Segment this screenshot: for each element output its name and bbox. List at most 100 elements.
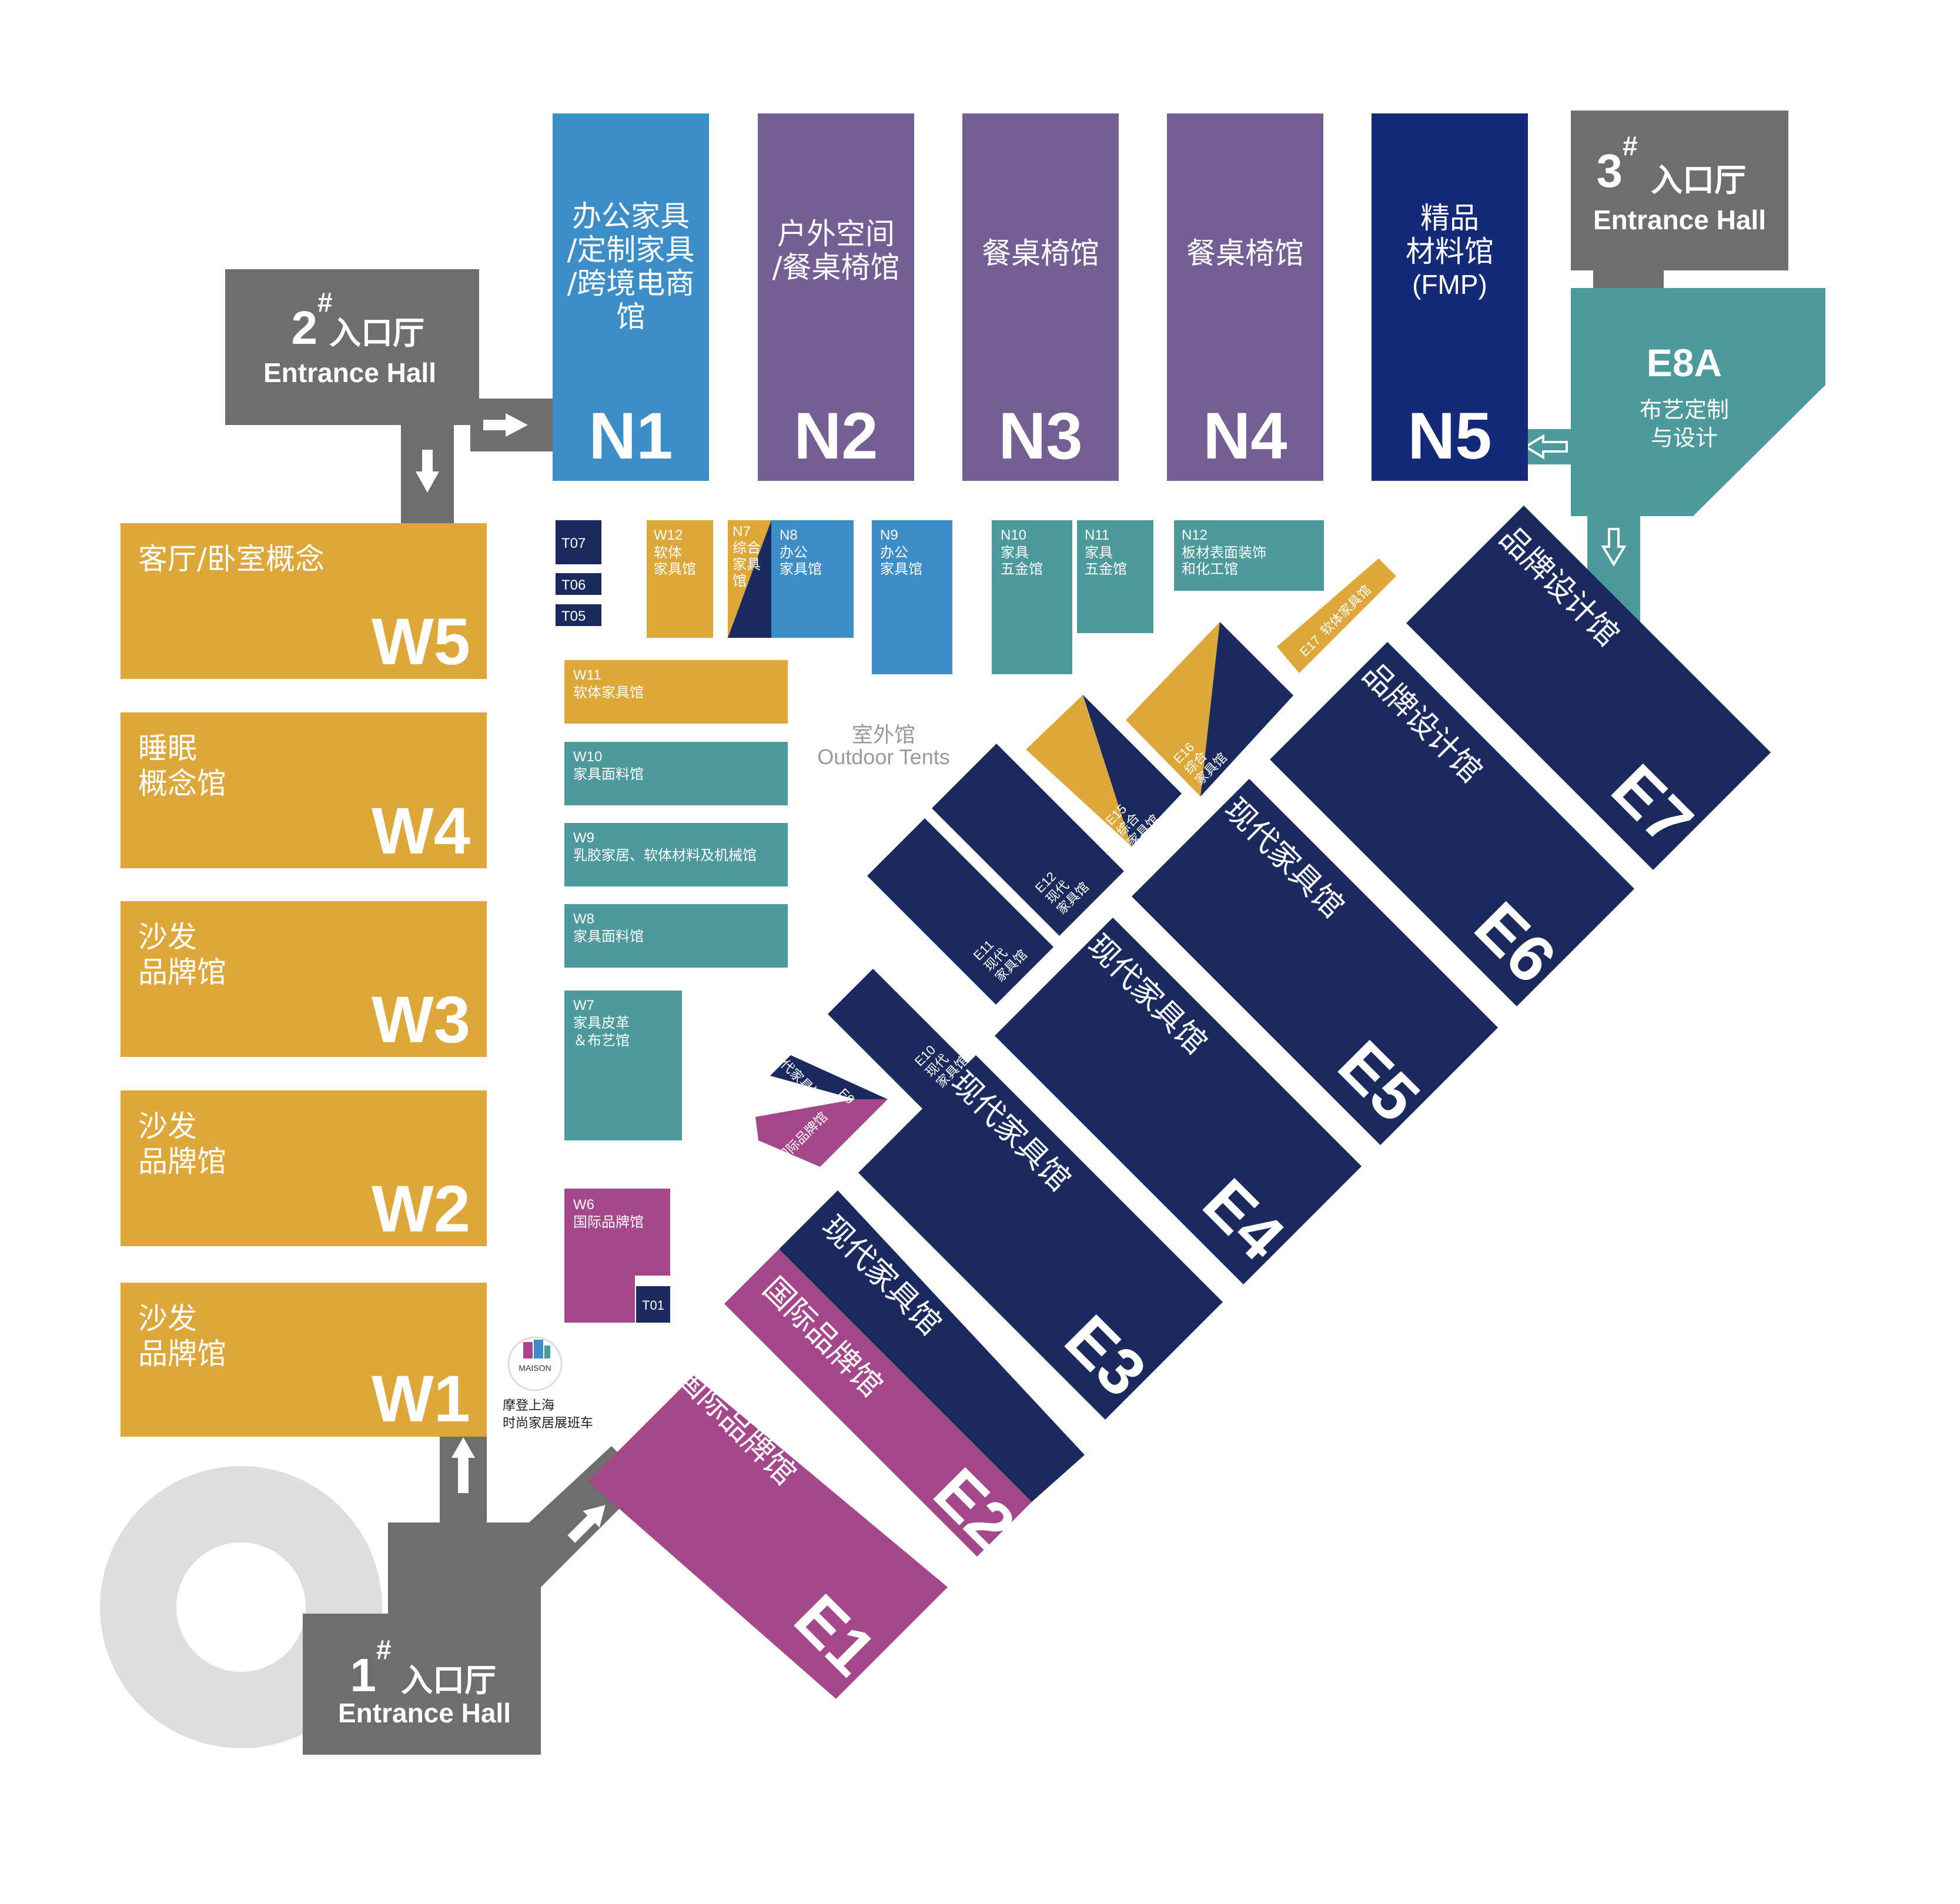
arrow-down-icon — [416, 450, 439, 493]
maison-line-2: 时尚家居展班车 — [503, 1416, 593, 1431]
hall-n2-name-2: /餐桌椅馆 — [772, 250, 900, 285]
hall-n7[interactable]: N7 综合 家具 馆 — [728, 520, 771, 638]
hall-e15-gold-shape — [1026, 695, 1132, 846]
hall-w6[interactable]: W6 国际品牌馆 — [564, 1189, 670, 1323]
hall-n2[interactable]: 户外空间 /餐桌椅馆 N2 — [758, 113, 914, 481]
hall-w2[interactable]: 沙发 品牌馆 W2 — [121, 1090, 487, 1246]
hall-e11[interactable]: E11 现代 家具馆 — [867, 818, 1053, 1005]
tent-t01[interactable]: T01 — [636, 1286, 670, 1323]
hall-w1[interactable]: 沙发 品牌馆 W1 — [121, 1283, 487, 1437]
hall-w2-name-1: 沙发 — [138, 1109, 197, 1143]
hall-e2b-shape — [779, 1190, 1085, 1502]
entrance-hall-3-cn: 入口厅 — [1651, 162, 1746, 199]
hall-w12-name-2: 家具馆 — [654, 561, 696, 577]
outdoor-label-cn: 室外馆 — [852, 723, 915, 747]
maison-shuttle[interactable]: MAISON 摩登上海 时尚家居展班车 — [503, 1336, 593, 1431]
hall-n5-name-1: 精品 — [1420, 201, 1479, 235]
hall-w3[interactable]: 沙发 品牌馆 W3 — [121, 901, 487, 1057]
hall-n2-shape — [758, 113, 914, 481]
hall-n12-code: N12 — [1182, 527, 1208, 543]
hall-w3-name-1: 沙发 — [138, 920, 197, 954]
hall-e16[interactable]: E16 综合 家具馆 — [1126, 622, 1293, 797]
hall-n4[interactable]: 餐桌椅馆 N4 — [1167, 113, 1323, 481]
hall-w1-shape — [121, 1283, 487, 1437]
hall-n1[interactable]: 办公家具 /定制家具 /跨境电商 馆 N1 — [553, 113, 709, 481]
hall-w11[interactable]: W11 软体家具馆 — [564, 660, 788, 724]
hall-w9[interactable]: W9 乳胶家居、软体材料及机械馆 — [564, 823, 788, 886]
hall-w7-name-2: ＆布艺馆 — [573, 1032, 630, 1049]
hall-w4-shape — [121, 712, 487, 868]
hall-n3-shape — [962, 113, 1119, 481]
hall-w10-name-1: 家具面料馆 — [573, 766, 644, 782]
hall-n7-name-2: 家具 — [733, 556, 761, 573]
hall-w1-code: W1 — [372, 1362, 470, 1435]
hall-e9-navy-shape — [770, 1055, 888, 1099]
hall-n3-name-1: 餐桌椅馆 — [982, 236, 1099, 270]
hall-e2[interactable]: 国际品牌馆 现代家具馆 E2 — [724, 1190, 1085, 1563]
hall-n3[interactable]: 餐桌椅馆 N3 — [962, 113, 1119, 481]
hall-w10[interactable]: W10 家具面料馆 — [564, 742, 788, 805]
hall-n5-code: N5 — [1407, 399, 1491, 473]
entrance-hall-3-number: 3 — [1597, 145, 1623, 197]
hall-n2-code: N2 — [794, 399, 878, 473]
tent-t06[interactable]: T06 — [556, 573, 601, 595]
hall-w3-name-2: 品牌馆 — [138, 955, 226, 989]
hall-e5-shape — [1132, 779, 1498, 1145]
hall-e11-shape — [867, 818, 1053, 1005]
hall-n7-name-1: 综合 — [733, 540, 761, 556]
hall-w9-name-1: 乳胶家居、软体材料及机械馆 — [573, 847, 757, 864]
hall-w2-name-2: 品牌馆 — [138, 1145, 226, 1179]
hall-n8[interactable]: N8 办公 家具馆 — [771, 520, 854, 638]
hall-n12[interactable]: N12 板材表面装饰 和化工馆 — [1174, 520, 1324, 591]
entrance-hall-2[interactable]: 2 # 入口厅 Entrance Hall — [225, 269, 553, 523]
maison-logo-building-2 — [534, 1340, 543, 1358]
hall-w3-code: W3 — [372, 983, 470, 1056]
entrance-hall-3-en: Entrance Hall — [1593, 205, 1766, 235]
tent-t06-label: T06 — [561, 577, 586, 593]
hall-n2-name-1: 户外空间 — [777, 217, 895, 251]
entrance-hall-3[interactable]: 3 # 入口厅 Entrance Hall — [1571, 111, 1788, 291]
hall-n12-shape — [1174, 520, 1324, 591]
hall-w1-name-2: 品牌馆 — [138, 1337, 226, 1371]
hall-n10-code: N10 — [1001, 527, 1026, 543]
tent-t05[interactable]: T05 — [556, 604, 601, 626]
entrance-hall-1-shape — [303, 1522, 541, 1755]
hall-w7[interactable]: W7 家具皮革 ＆布艺馆 — [564, 991, 682, 1140]
hall-n10[interactable]: N10 家具 五金馆 — [992, 520, 1072, 674]
maison-logo-building-3 — [544, 1346, 550, 1358]
hall-w10-code: W10 — [573, 749, 602, 765]
decorative-ring — [100, 1466, 382, 1748]
hall-n11[interactable]: N11 家具 五金馆 — [1077, 520, 1153, 633]
tent-t07-label: T07 — [561, 536, 586, 551]
hall-e6-shape — [1270, 642, 1634, 1006]
hall-w5-name-1: 客厅/卧室概念 — [138, 542, 325, 576]
tent-t07[interactable]: T07 — [556, 520, 601, 564]
hall-n5[interactable]: 精品 材料馆 (FMP) N5 — [1372, 113, 1528, 481]
hall-n10-name-1: 家具 — [1001, 544, 1029, 561]
hall-n7-name-3: 馆 — [733, 573, 747, 589]
hall-w4-name-2: 概念馆 — [138, 767, 226, 801]
hall-w4[interactable]: 睡眠 概念馆 W4 — [121, 712, 487, 868]
hall-n1-name-3: /跨境电商 — [567, 266, 695, 300]
hall-w8-shape — [564, 904, 788, 968]
hall-e17-shape — [1277, 558, 1396, 673]
hall-n10-name-2: 五金馆 — [1001, 561, 1043, 577]
hall-e12[interactable]: E12 现代 家具馆 — [932, 744, 1124, 936]
hall-e9-magenta-shape — [755, 1099, 888, 1167]
hall-e9[interactable]: 现代家具馆 E9 国际品牌馆 — [755, 1048, 888, 1167]
hall-n1-name-2: /定制家具 — [567, 233, 695, 267]
hall-w7-name-1: 家具皮革 — [573, 1015, 630, 1031]
hall-w12[interactable]: W12 软体 家具馆 — [647, 520, 713, 638]
entrance-hall-2-hash: # — [317, 287, 333, 317]
corridor-3-down — [1593, 267, 1664, 291]
hall-w8[interactable]: W8 家具面料馆 — [564, 904, 788, 968]
hall-w12-name-1: 软体 — [654, 544, 682, 561]
hall-w2-code: W2 — [372, 1172, 470, 1246]
hall-n5-shape — [1372, 113, 1528, 481]
hall-w9-shape — [564, 823, 788, 886]
outdoor-label-en: Outdoor Tents — [817, 745, 949, 769]
hall-n9[interactable]: N9 办公 家具馆 — [872, 520, 952, 674]
hall-w5-shape — [121, 523, 487, 679]
hall-w5[interactable]: 客厅/卧室概念 W5 — [121, 523, 487, 679]
hall-e15[interactable]: E15 综合 家具馆 — [1026, 695, 1182, 850]
